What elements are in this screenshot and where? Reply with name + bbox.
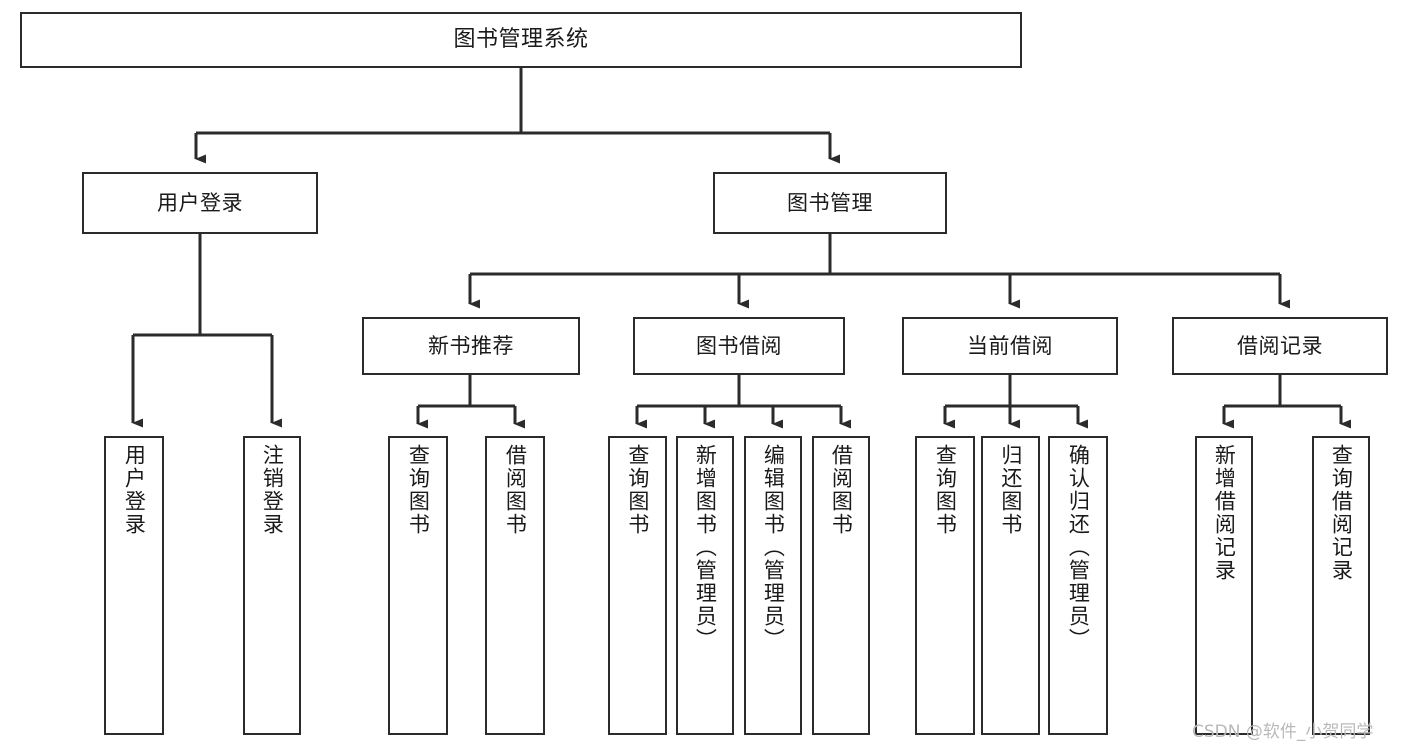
node-leaf-query-book-3-label: 查询图书 (933, 444, 958, 536)
node-book-management-label: 图书管理 (787, 190, 873, 215)
node-book-borrow-label: 图书借阅 (696, 333, 782, 358)
node-leaf-query-record[interactable]: 查询借阅记录 (1312, 436, 1370, 735)
node-leaf-edit-book-admin-label: 编辑图书（管理员） (761, 444, 786, 651)
node-leaf-add-record[interactable]: 新增借阅记录 (1195, 436, 1253, 735)
node-book-management[interactable]: 图书管理 (713, 172, 947, 234)
node-leaf-return-book-label: 归还图书 (998, 444, 1023, 536)
node-leaf-query-book-2-label: 查询图书 (625, 444, 650, 536)
node-leaf-confirm-return[interactable]: 确认归还（管理员） (1048, 436, 1108, 735)
node-user-login[interactable]: 用户登录 (82, 172, 318, 234)
node-leaf-user-login-label: 用户登录 (122, 444, 147, 536)
node-leaf-borrow-book-1[interactable]: 借阅图书 (485, 436, 545, 735)
node-book-borrow[interactable]: 图书借阅 (633, 317, 845, 375)
node-leaf-query-record-label: 查询借阅记录 (1329, 444, 1354, 582)
node-leaf-logout[interactable]: 注销登录 (243, 436, 301, 735)
node-current-borrow-label: 当前借阅 (967, 333, 1053, 358)
node-leaf-return-book[interactable]: 归还图书 (981, 436, 1040, 735)
node-leaf-add-book-admin-label: 新增图书（管理员） (693, 444, 718, 651)
node-leaf-borrow-book-2[interactable]: 借阅图书 (812, 436, 870, 735)
node-new-book-recommend-label: 新书推荐 (428, 333, 514, 358)
node-current-borrow[interactable]: 当前借阅 (902, 317, 1118, 375)
node-leaf-query-book-3[interactable]: 查询图书 (915, 436, 975, 735)
node-leaf-borrow-book-1-label: 借阅图书 (503, 444, 528, 536)
node-leaf-user-login[interactable]: 用户登录 (104, 436, 164, 735)
node-root[interactable]: 图书管理系统 (20, 12, 1022, 68)
node-leaf-borrow-book-2-label: 借阅图书 (829, 444, 854, 536)
node-leaf-query-book-1-label: 查询图书 (406, 444, 431, 536)
node-borrow-records-label: 借阅记录 (1237, 333, 1323, 358)
node-leaf-add-record-label: 新增借阅记录 (1212, 444, 1237, 582)
node-leaf-query-book-1[interactable]: 查询图书 (388, 436, 448, 735)
node-leaf-logout-label: 注销登录 (260, 444, 285, 536)
node-new-book-recommend[interactable]: 新书推荐 (362, 317, 580, 375)
csdn-watermark: CSDN @软件_小贺同学 (1192, 722, 1374, 742)
node-borrow-records[interactable]: 借阅记录 (1172, 317, 1388, 375)
node-leaf-confirm-return-label: 确认归还（管理员） (1066, 444, 1091, 651)
node-root-label: 图书管理系统 (453, 27, 589, 53)
node-user-login-label: 用户登录 (157, 190, 243, 215)
node-leaf-edit-book-admin[interactable]: 编辑图书（管理员） (744, 436, 802, 735)
node-leaf-query-book-2[interactable]: 查询图书 (608, 436, 667, 735)
node-leaf-add-book-admin[interactable]: 新增图书（管理员） (676, 436, 734, 735)
